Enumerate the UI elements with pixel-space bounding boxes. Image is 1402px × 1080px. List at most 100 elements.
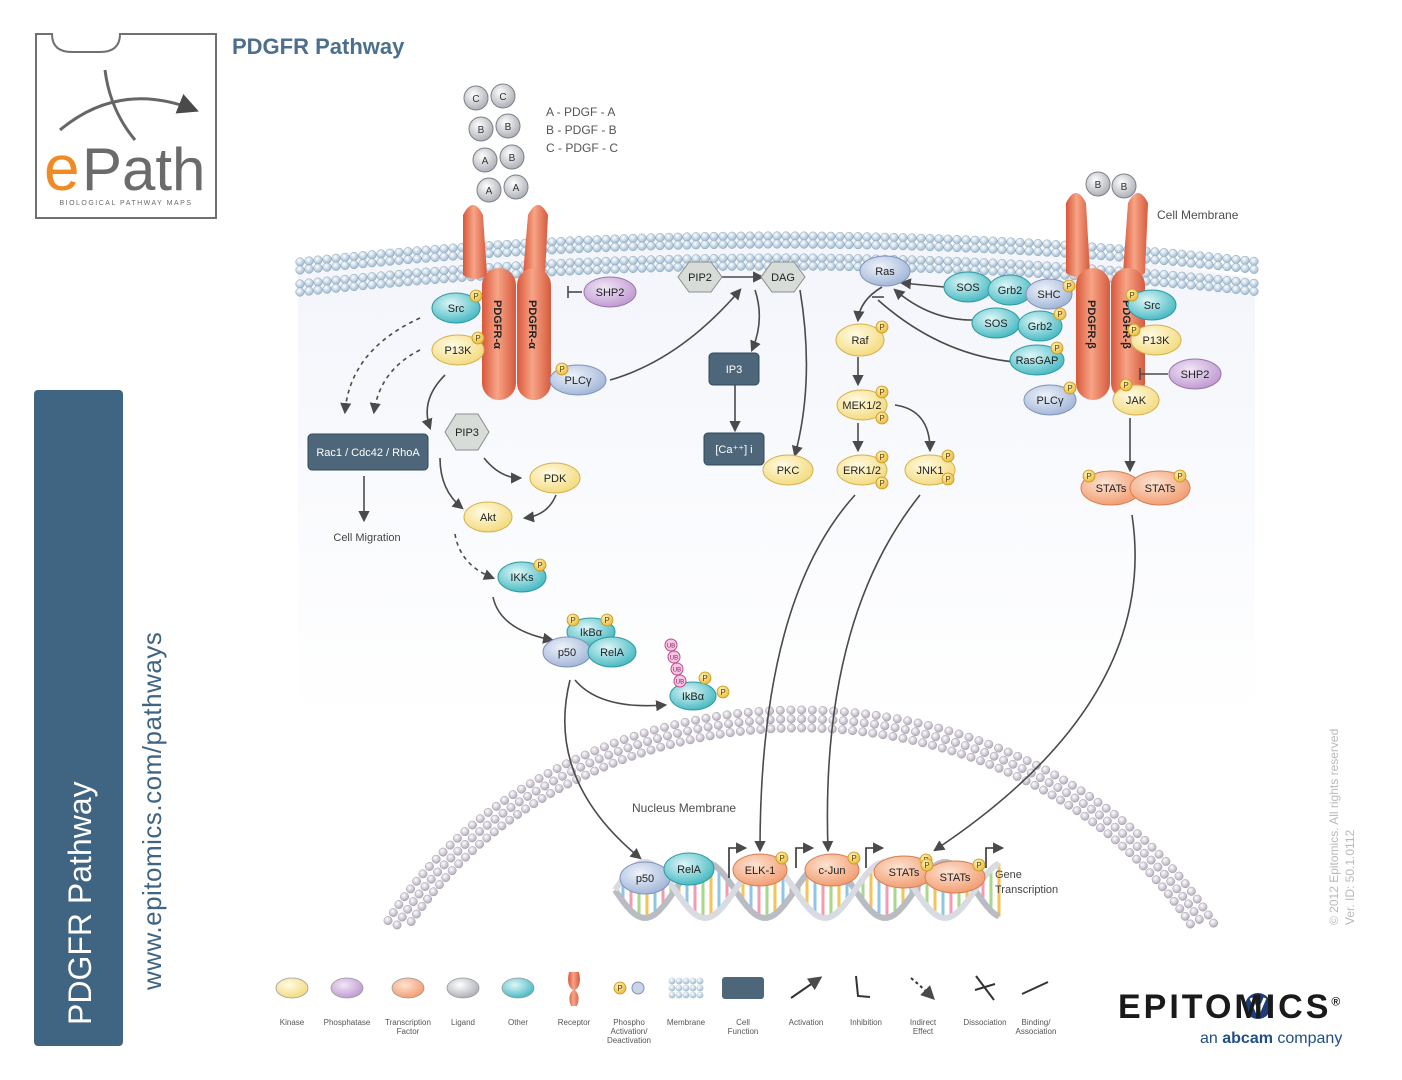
- node-label: SHP2: [596, 287, 625, 299]
- other-icon: [501, 977, 535, 999]
- nucleus-bead: [418, 869, 428, 879]
- membrane-bead: [772, 253, 782, 263]
- nucleus-bead: [754, 707, 764, 717]
- legend-item: Binding/Association: [1016, 981, 1056, 1036]
- indirect-effect-icon: [910, 977, 935, 1000]
- phospho-label: P: [924, 861, 929, 870]
- nucleus-bead: [619, 735, 629, 745]
- node-ca: [Ca⁺⁺] i: [703, 432, 765, 466]
- membrane-bead: [1240, 277, 1250, 287]
- nucleus-bead: [1059, 775, 1069, 785]
- membrane-bead: [925, 241, 935, 252]
- membrane-bead: [1015, 237, 1025, 248]
- membrane-bead: [322, 262, 332, 272]
- nucleus-bead: [776, 714, 786, 724]
- nucleus-bead: [868, 728, 878, 738]
- membrane-icon: [696, 991, 704, 999]
- phospho-label: P: [604, 616, 609, 625]
- membrane-bead: [304, 264, 314, 274]
- membrane-bead: [736, 231, 746, 241]
- membrane-bead: [547, 245, 557, 255]
- binding-icon: [1021, 981, 1049, 995]
- sidebar-url-link[interactable]: www.epitomics.com/pathways: [137, 631, 167, 990]
- phospho-label: P: [1067, 384, 1072, 393]
- phospho-icon: [1063, 381, 1077, 395]
- legend-item: Activation: [789, 976, 823, 1027]
- receptor-icon: [568, 972, 580, 1006]
- membrane-bead: [997, 259, 1007, 269]
- node-pkc: PKC: [762, 454, 814, 486]
- node-label: SOS: [956, 282, 979, 294]
- membrane-bead: [1024, 238, 1034, 248]
- nucleus-bead: [1132, 842, 1142, 851]
- membrane-bead: [376, 271, 386, 281]
- nucleus-bead: [675, 737, 685, 747]
- membrane-bead: [340, 282, 350, 292]
- membrane-bead: [511, 239, 521, 249]
- cell-function-icon: [722, 977, 764, 999]
- nucleus-bead: [1138, 861, 1148, 871]
- nucleus-bead: [1174, 871, 1184, 881]
- membrane-bead: [952, 256, 962, 267]
- node-label: MEK1/2: [842, 400, 881, 412]
- membrane-bead: [1249, 286, 1259, 296]
- membrane-bead: [799, 253, 809, 263]
- pdgfr-a-label: PDGFR-α: [491, 300, 503, 349]
- nucleus-bead: [1194, 915, 1204, 924]
- edge-p13k-pip3: [421, 374, 446, 431]
- node-label: SHP2: [1181, 369, 1210, 381]
- membrane-bead: [1231, 254, 1241, 265]
- node-akt: Akt: [463, 501, 513, 533]
- membrane-bead: [826, 231, 836, 241]
- nucleus-bead: [397, 912, 407, 922]
- membrane-bead: [718, 239, 728, 249]
- nucleus-bead: [468, 820, 477, 830]
- node-label: Src: [448, 303, 465, 315]
- node-label: Src: [1144, 300, 1161, 312]
- legend-item: Receptor: [558, 972, 591, 1027]
- brand-sub-suffix: company: [1272, 1030, 1343, 1047]
- membrane-bead: [1114, 244, 1124, 254]
- activation-arrow-icon: [790, 976, 823, 999]
- membrane-bead: [988, 266, 998, 276]
- nucleus-bead: [766, 724, 776, 734]
- membrane-bead: [340, 274, 350, 284]
- node-ras: Ras: [859, 255, 911, 287]
- nucleus-bead: [776, 723, 786, 733]
- nucleus-bead: [994, 743, 1003, 753]
- nucleus-bead: [613, 746, 623, 756]
- nucleus-bead: [989, 751, 999, 761]
- membrane-bead: [1051, 240, 1061, 250]
- membrane-bead: [313, 255, 323, 265]
- nucleus-bead: [1125, 822, 1135, 832]
- membrane-bead: [349, 273, 359, 284]
- membrane-bead: [349, 281, 359, 292]
- membrane-bead: [295, 257, 305, 267]
- membrane-bead: [916, 255, 926, 265]
- nucleus-bead: [660, 722, 669, 732]
- membrane-bead: [907, 241, 917, 251]
- epitomics-logo-mark: [1245, 993, 1271, 1019]
- membrane-bead: [1222, 253, 1232, 264]
- membrane-bead: [349, 251, 359, 262]
- nucleus-bead: [715, 729, 725, 739]
- phospho-label: P: [570, 616, 575, 625]
- ligand-b: [468, 116, 494, 142]
- membrane-bead: [1096, 251, 1106, 261]
- membrane-icon: [668, 991, 676, 999]
- nucleus-bead: [1047, 790, 1057, 800]
- nucleus-bead: [1080, 811, 1090, 821]
- edge-jnk-cjun: [822, 494, 921, 853]
- membrane-icon: [689, 991, 697, 999]
- membrane-bead: [448, 273, 458, 283]
- membrane-bead: [691, 232, 701, 242]
- edge-pdk-akt: [522, 494, 557, 523]
- nucleus-bead: [454, 859, 464, 869]
- phospho-icon: [875, 411, 889, 425]
- membrane-bead: [718, 253, 728, 263]
- legend-label: Binding/: [1022, 1018, 1052, 1027]
- nucleus-bead: [414, 889, 424, 899]
- nucleus-bead: [460, 840, 470, 849]
